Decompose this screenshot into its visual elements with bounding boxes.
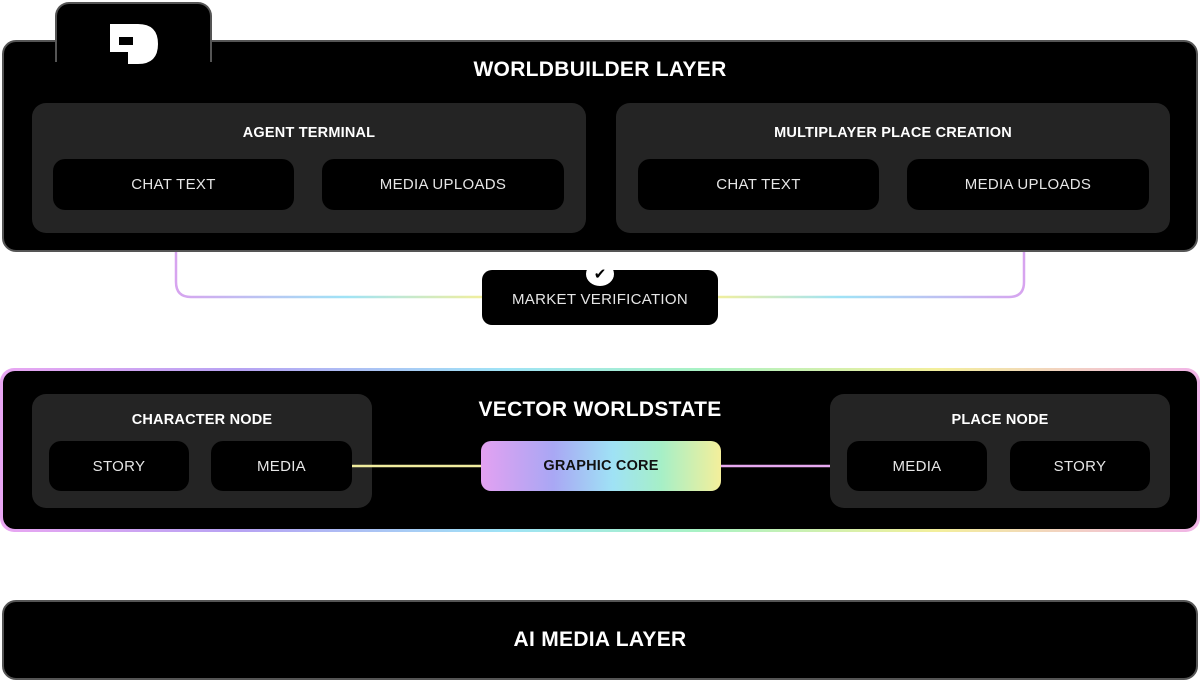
character-story-button[interactable]: STORY <box>49 441 189 491</box>
check-icon: ✔ <box>586 262 614 286</box>
group-title: PLACE NODE <box>951 412 1049 428</box>
graphic-core[interactable]: GRAPHIC CORE <box>481 441 721 491</box>
group-title: CHARACTER NODE <box>131 412 273 428</box>
multiplayer-chat-text-button[interactable]: CHAT TEXT <box>638 159 879 210</box>
wire-left <box>174 210 484 299</box>
vector-worldstate-title: VECTOR WORLDSTATE <box>478 398 722 421</box>
wire-right <box>716 210 1026 299</box>
logo-icon <box>110 24 158 64</box>
place-story-button[interactable]: STORY <box>1010 441 1150 491</box>
multiplayer-media-uploads-button[interactable]: MEDIA UPLOADS <box>907 159 1149 210</box>
agent-media-uploads-button[interactable]: MEDIA UPLOADS <box>322 159 564 210</box>
agent-chat-text-button[interactable]: CHAT TEXT <box>53 159 294 210</box>
ai-media-layer-title: AI MEDIA LAYER <box>513 628 687 651</box>
worldbuilder-layer-title: WORLDBUILDER LAYER <box>473 58 727 81</box>
group-title: MULTIPLAYER PLACE CREATION <box>774 125 1012 141</box>
ai-media-layer-panel <box>2 600 1198 680</box>
character-media-button[interactable]: MEDIA <box>211 441 352 491</box>
group-title: AGENT TERMINAL <box>242 125 376 141</box>
place-media-button[interactable]: MEDIA <box>847 441 987 491</box>
